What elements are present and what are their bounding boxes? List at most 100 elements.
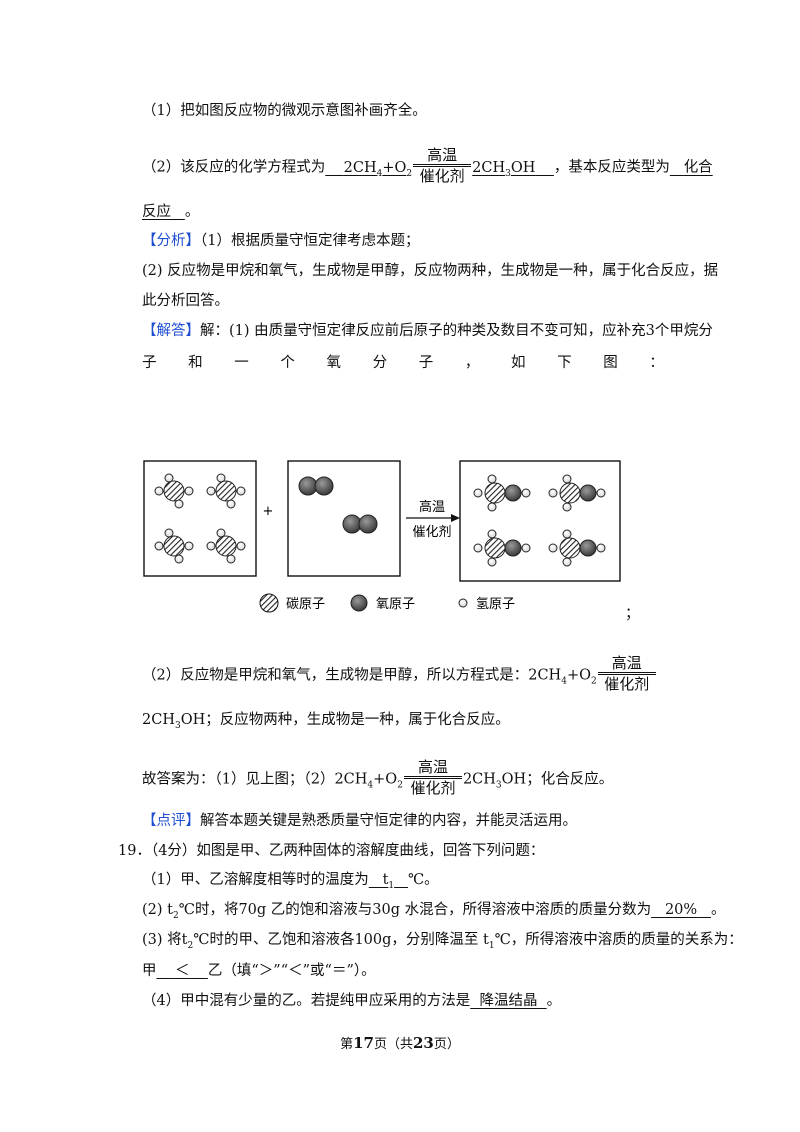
q19-1-answer: t1 xyxy=(382,872,395,891)
review-tag: 【点评】 xyxy=(142,813,200,829)
hydrogen-atom xyxy=(521,488,531,498)
arrow-head-icon xyxy=(451,514,460,522)
page-number: 17 xyxy=(353,1034,374,1052)
hydrogen-atom xyxy=(562,557,572,567)
question-19-title: 19．（4分）如图是甲、乙两种固体的溶解度曲线，回答下列问题： xyxy=(118,843,545,859)
legend: 碳原子 氧原子 氢原子 xyxy=(259,593,515,613)
solution-spread-char: 个 xyxy=(280,355,295,371)
plus-sign: + xyxy=(263,504,274,519)
carbon-atom xyxy=(163,480,185,502)
q19-part-2: (2) t2℃时，将70g 乙的饱和溶液与30g 水混合，所得溶液中溶质的质量分… xyxy=(142,902,726,921)
solution-spread-char: 下 xyxy=(557,355,572,371)
question-part-1: （1）把如图反应物的微观示意图补画齐全。 xyxy=(142,103,427,119)
q19-part-3: (3) 将t2℃时的甲、乙饱和溶液各100g，分别降温至 t1℃，所得溶液中溶质… xyxy=(142,932,743,951)
solution-spread-char: 氧 xyxy=(326,355,342,371)
q19-part-1: （1）甲、乙溶解度相等时的温度为 t1 ℃。 xyxy=(142,872,439,891)
hydrogen-atom xyxy=(487,474,497,484)
solution-tag: 【解答】 xyxy=(142,323,200,339)
oxygen-atom xyxy=(579,539,597,557)
hydrogen-atom xyxy=(562,474,572,484)
methane-molecule xyxy=(206,528,246,564)
solution-spread-char: 子 xyxy=(142,355,157,371)
arrow-condition-top: 高温 xyxy=(419,499,445,515)
oxygen-atom xyxy=(504,539,522,557)
solution-spread-char: ： xyxy=(649,355,664,371)
methanol-box xyxy=(459,460,621,582)
hydrogen-atom xyxy=(154,541,164,551)
carbon-atom xyxy=(484,537,506,559)
q19-part-3-continuation: 甲 ＜ 乙（填“＞”“＜”或“＝”）。 xyxy=(142,963,376,979)
q2-type-answer-b: 反应 xyxy=(142,204,171,220)
methane-molecule xyxy=(206,473,246,509)
q2-type-answer-a: 化合 xyxy=(683,159,713,176)
analysis-line-1: 【分析】（1）根据质量守恒定律考虑本题； xyxy=(142,233,420,249)
hydrogen-atom xyxy=(548,488,558,498)
q2-mid: ，基本反应类型为 xyxy=(553,159,670,176)
carbon-atom xyxy=(163,535,185,557)
carbon-atom xyxy=(215,535,237,557)
hydrogen-atom xyxy=(521,543,531,553)
hydrogen-atom xyxy=(562,529,572,539)
solution-spread-char: ， xyxy=(464,355,480,371)
oxygen-atom xyxy=(504,484,522,502)
page-footer: 第17页（共23页） xyxy=(340,1034,460,1052)
analysis-line-2: (2) 反应物是甲烷和氧气，生成物是甲醇，反应物两种，生成物是一种，属于化合反应… xyxy=(142,263,719,279)
solution-spread-char: 一 xyxy=(234,355,249,371)
hydrogen-legend-icon xyxy=(458,598,468,608)
solution-line-2: 子 和 一 个 氧 分 子 ， 如 下 图 ： xyxy=(142,354,664,372)
legend-hydrogen-label: 氢原子 xyxy=(476,597,515,612)
solution-line-1: 【解答】解：(1) 由质量守恒定律反应前后原子的种类及数目不变可知，应补充3个甲… xyxy=(142,323,713,339)
diagram-semicolon: ； xyxy=(625,606,640,622)
methanol-molecule xyxy=(473,529,531,567)
analysis-line-3: 此分析回答。 xyxy=(142,293,229,309)
methane-box xyxy=(143,460,257,577)
page-total: 23 xyxy=(413,1034,434,1052)
hydrogen-atom xyxy=(206,486,216,496)
solution-spread-char: 和 xyxy=(188,355,203,371)
reaction-condition: 高温催化剂 xyxy=(413,146,472,185)
solution-spread-char: 如 xyxy=(511,355,526,371)
methanol-molecules xyxy=(473,474,606,567)
reaction-diagram: + 高温 催化剂 碳原子 氧原子 氢原子 xyxy=(143,460,621,613)
carbon-atom xyxy=(484,482,506,504)
methanol-molecule xyxy=(473,474,531,512)
q19-4-answer: 降温结晶 xyxy=(479,993,538,1009)
hydrogen-atom xyxy=(236,486,246,496)
hydrogen-atom xyxy=(596,488,606,498)
hydrogen-atom xyxy=(154,486,164,496)
oxygen-atom xyxy=(579,484,597,502)
hydrogen-atom xyxy=(473,543,483,553)
legend-oxygen-label: 氧原子 xyxy=(376,597,415,612)
arrow-condition-bottom: 催化剂 xyxy=(412,525,451,540)
oxygen-molecule xyxy=(342,514,378,534)
hydrogen-atom xyxy=(487,529,497,539)
methanol-molecule xyxy=(548,529,606,567)
q19-3-answer: ＜ xyxy=(174,963,190,979)
q2-continuation: 反应 。 xyxy=(142,204,200,220)
q2-prefix: （2）该反应的化学方程式为 xyxy=(142,159,326,176)
hydrogen-atom xyxy=(184,486,194,496)
carbon-atom xyxy=(215,480,237,502)
analysis-tag: 【分析】 xyxy=(142,233,200,249)
review-line: 【点评】解答本题关键是熟悉质量守恒定律的内容，并能灵活运用。 xyxy=(142,813,577,829)
hydrogen-atom xyxy=(487,502,497,512)
q19-part-4: （4）甲中混有少量的乙。若提纯甲应采用的方法是 降温结晶 。 xyxy=(142,993,562,1009)
q2-equation-answer: 2CH4+O2 xyxy=(343,159,413,179)
oxygen-legend-icon xyxy=(350,594,368,612)
hydrogen-atom xyxy=(487,557,497,567)
solution-spread-char: 图 xyxy=(603,355,618,371)
carbon-atom xyxy=(559,537,581,559)
solution-spread-char: 子 xyxy=(418,355,434,371)
legend-carbon-label: 碳原子 xyxy=(286,597,325,612)
solution-spread-char: 分 xyxy=(372,355,388,371)
carbon-atom xyxy=(559,482,581,504)
solution-part-2-line-2: 2CH3OH；反应物两种，生成物是一种，属于化合反应。 xyxy=(142,712,510,731)
hydrogen-atom xyxy=(596,543,606,553)
oxygen-molecule xyxy=(298,476,334,496)
methane-molecule xyxy=(154,473,194,509)
methanol-molecule xyxy=(548,474,606,512)
reaction-condition: 高温催化剂 xyxy=(597,654,656,693)
hydrogen-atom xyxy=(206,541,216,551)
